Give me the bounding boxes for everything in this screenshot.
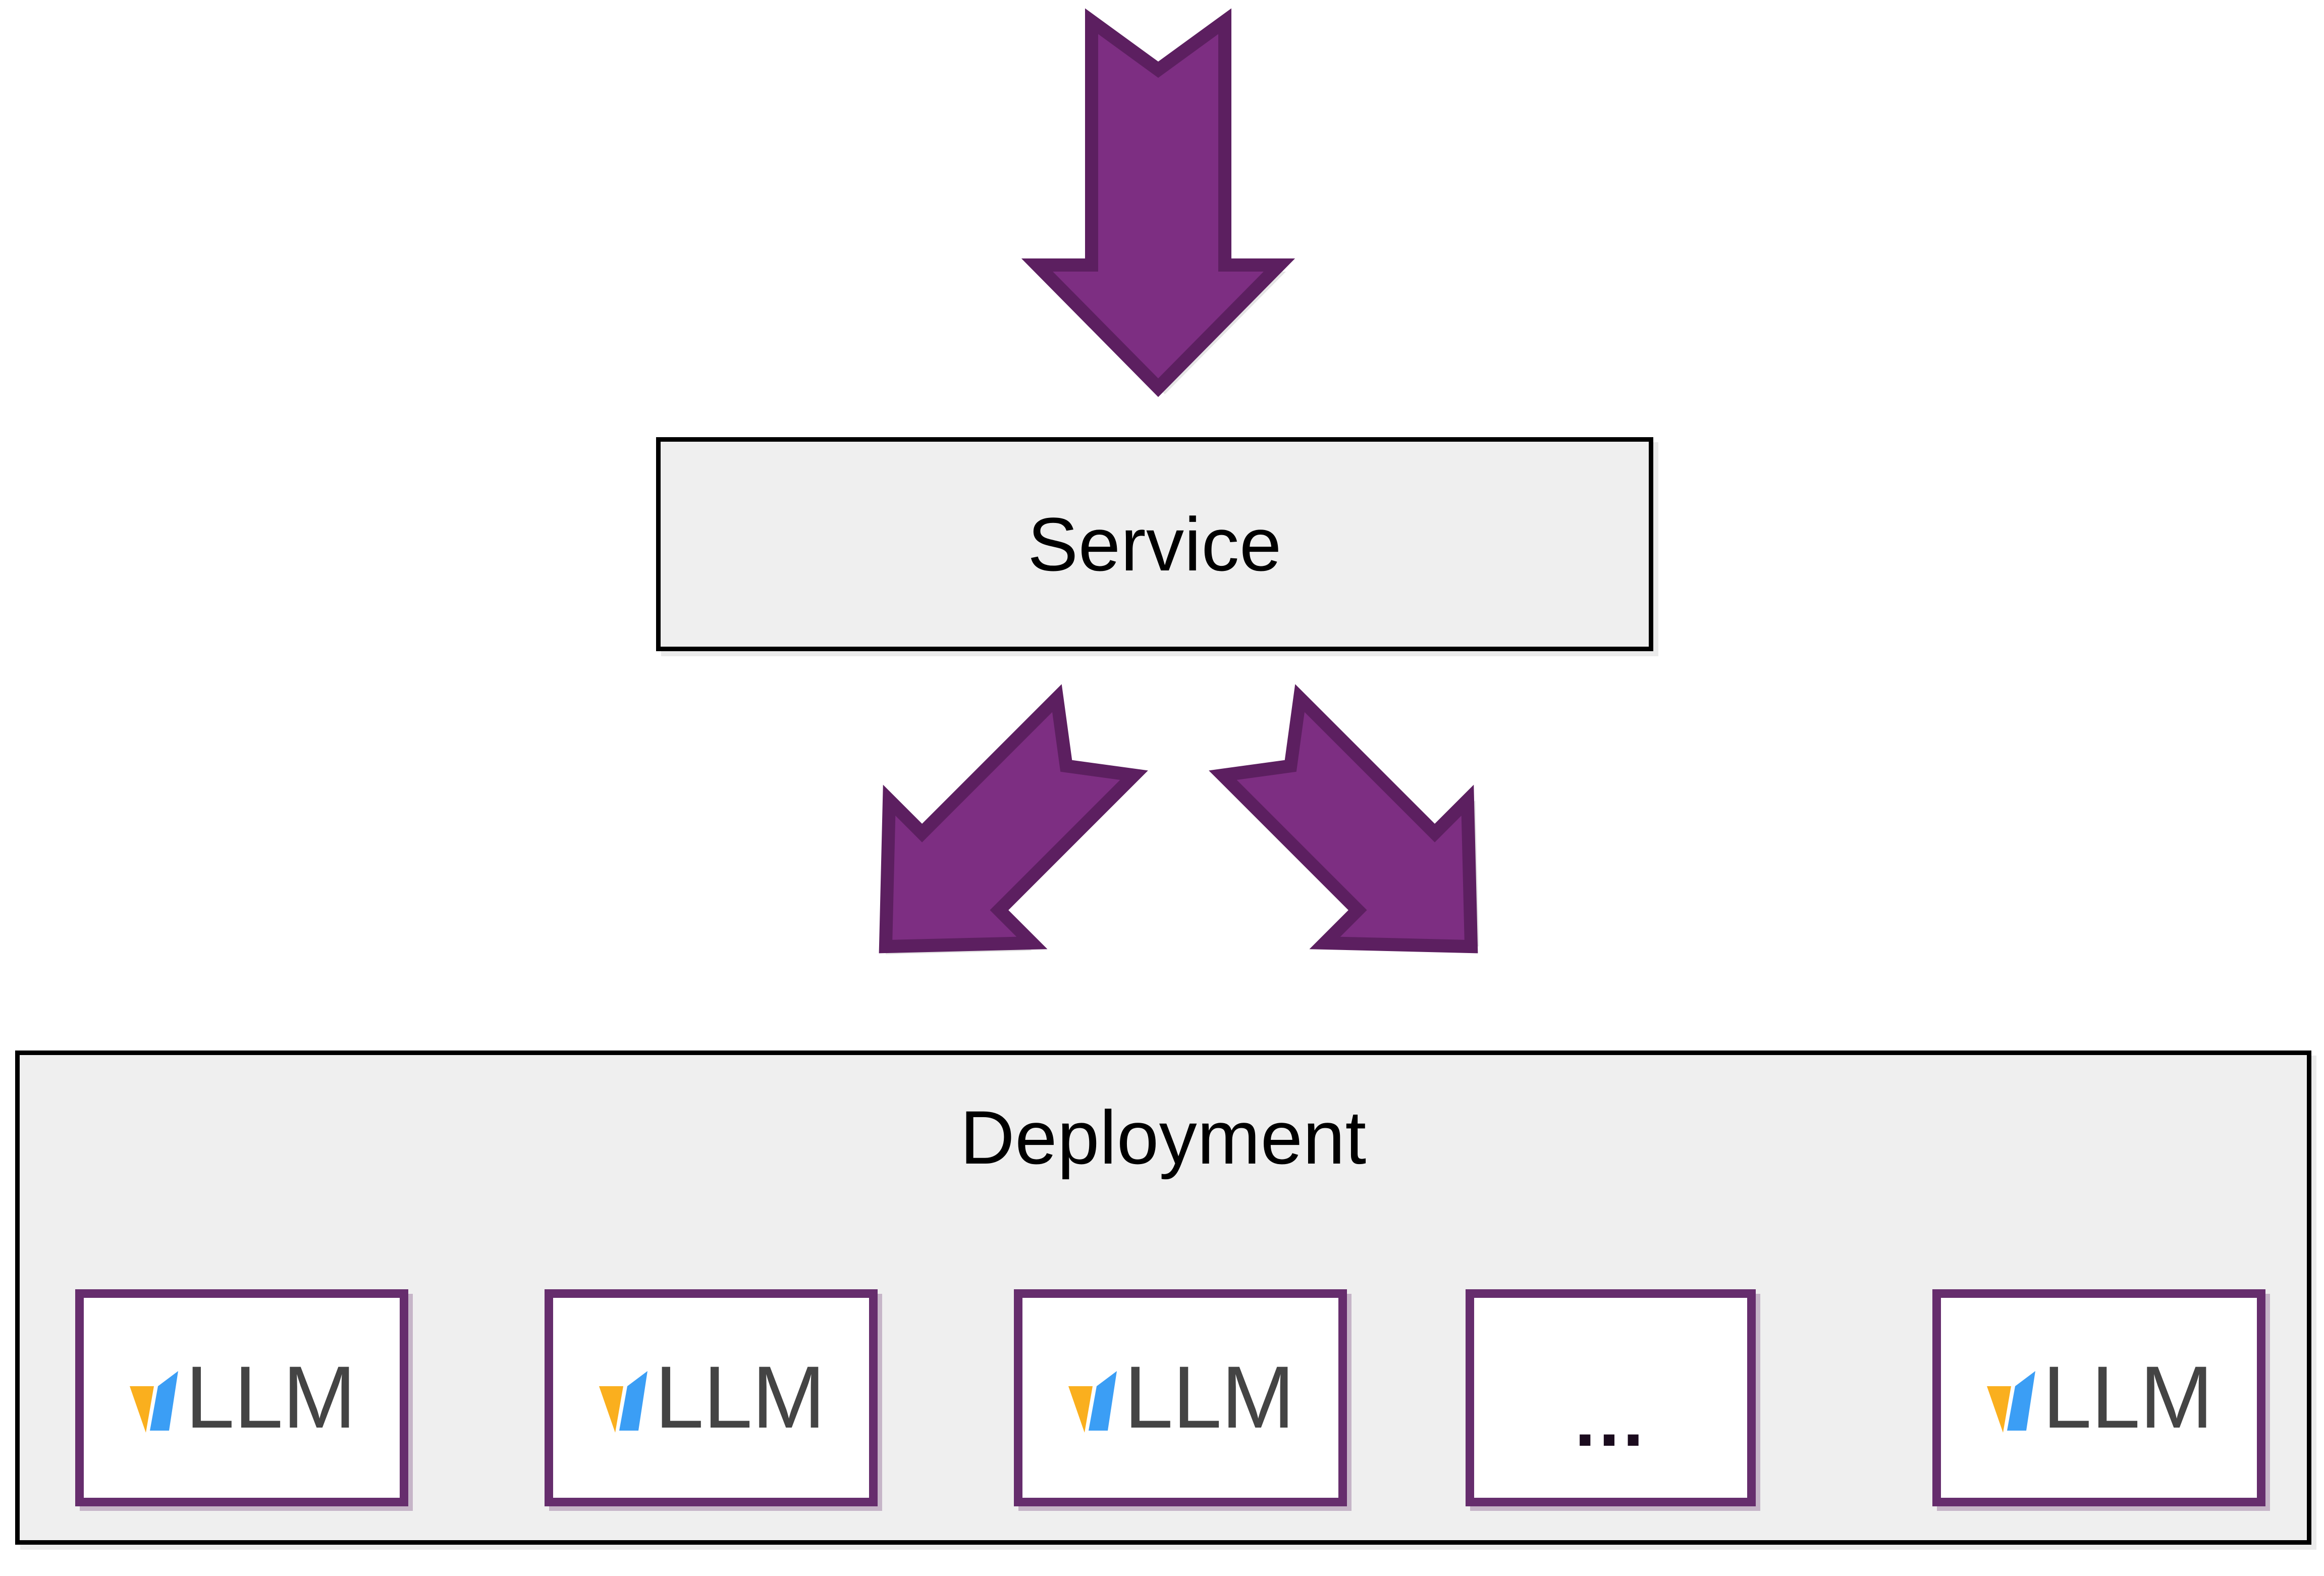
service-box: Service xyxy=(656,437,1653,651)
vllm-logo-1: LLM xyxy=(128,1348,356,1447)
service-label: Service xyxy=(1028,502,1282,587)
pod-vllm-2[interactable]: LLM xyxy=(545,1289,878,1506)
vllm-wordmark-5: LLM xyxy=(2042,1348,2213,1447)
vllm-v-mark-icon xyxy=(130,1371,179,1433)
pod-vllm-1[interactable]: LLM xyxy=(75,1289,408,1506)
vllm-v-mark-icon xyxy=(1068,1371,1117,1433)
pod-ellipsis[interactable]: ... xyxy=(1466,1289,1756,1506)
arrow-ingress-down-icon xyxy=(1021,8,1295,397)
vllm-wordmark-3: LLM xyxy=(1124,1348,1294,1447)
vllm-logo-2: LLM xyxy=(597,1348,826,1447)
pod-vllm-3[interactable]: LLM xyxy=(1014,1289,1347,1506)
vllm-logo-3: LLM xyxy=(1066,1348,1295,1447)
vllm-v-mark-icon xyxy=(599,1371,648,1433)
vllm-v-mark-icon xyxy=(1987,1371,2036,1433)
pod-vllm-5[interactable]: LLM xyxy=(1932,1289,2265,1506)
vllm-wordmark-2: LLM xyxy=(655,1348,825,1447)
vllm-wordmark-1: LLM xyxy=(185,1348,356,1447)
vllm-logo-5: LLM xyxy=(1985,1348,2213,1447)
deployment-box: Deployment LLM LLM xyxy=(15,1050,2311,1545)
arrow-fan-right-icon xyxy=(1209,684,1479,954)
deployment-label: Deployment xyxy=(960,1095,1367,1180)
arrow-fan-left-icon xyxy=(879,684,1148,955)
pod-ellipsis-label: ... xyxy=(1574,1377,1647,1462)
